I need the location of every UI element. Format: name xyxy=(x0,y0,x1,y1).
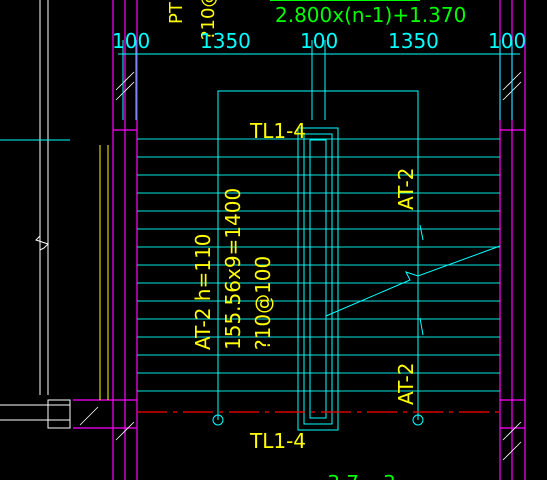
dimension-d4: 1350 xyxy=(388,29,439,53)
dimension-d3: 100 xyxy=(300,29,338,53)
stair-spec-line3: ?10@100 xyxy=(251,256,275,350)
wall-hatching xyxy=(79,71,522,461)
dimension-line xyxy=(118,40,520,120)
dimension-d5: 100 xyxy=(488,29,526,53)
stair-treads xyxy=(137,138,500,392)
flight-label-upper: AT-2 xyxy=(394,168,418,210)
direction-arrow xyxy=(325,224,501,336)
partial-top-label: PT xyxy=(166,1,187,24)
dimension-d2: 1350 xyxy=(200,29,251,53)
dimension-d1: 100 xyxy=(112,29,150,53)
beam-label-top: TL1-4 xyxy=(249,119,306,143)
partial-bottom-label: -3.7=-3 xyxy=(320,471,396,480)
beam-label-bottom: TL1-4 xyxy=(249,429,306,453)
partial-top-rebar: ?10@ xyxy=(198,0,219,40)
central-well xyxy=(297,127,339,431)
stair-spec-line2: 155.56x9=1400 xyxy=(221,188,245,350)
stair-spec-line1: AT-2 h=110 xyxy=(191,234,215,350)
elevation-formula: 2.800x(n-1)+1.370 xyxy=(275,3,466,27)
left-wall xyxy=(0,0,71,429)
concrete-outline xyxy=(73,0,526,480)
column-markers xyxy=(212,414,424,426)
flight-boundaries xyxy=(217,139,419,420)
upper-landing-box xyxy=(217,90,419,140)
flight-label-lower: AT-2 xyxy=(394,363,418,405)
yellow-wall-lines xyxy=(99,145,109,400)
